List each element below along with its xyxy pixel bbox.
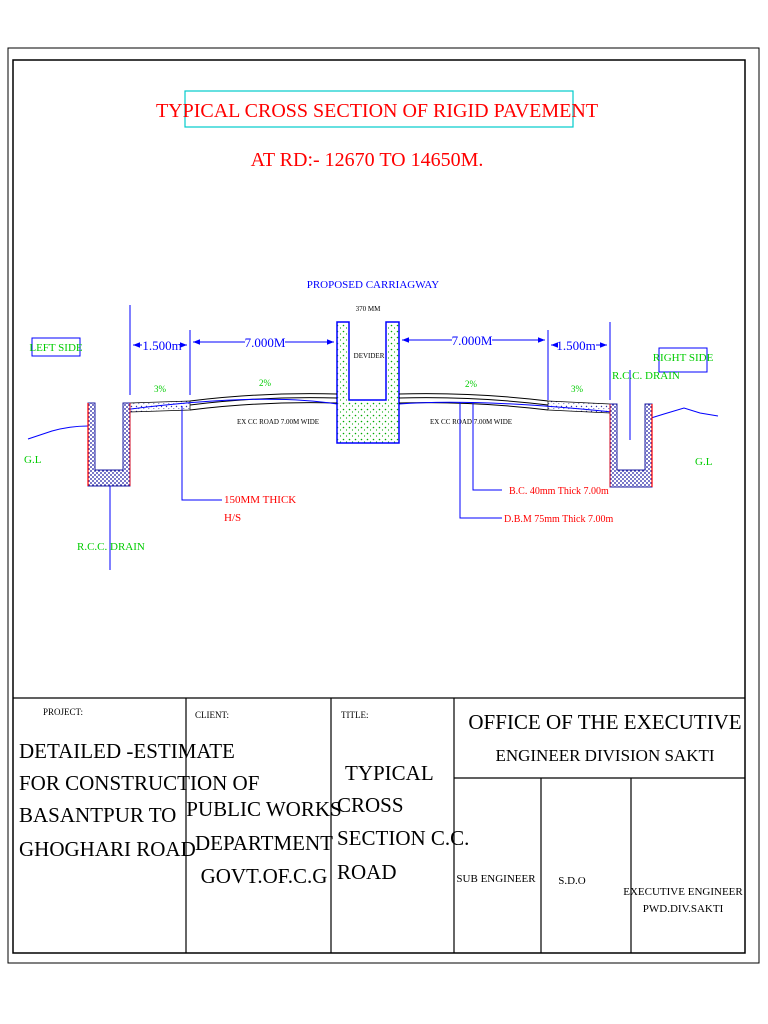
title-line-3: SECTION C.C. xyxy=(337,826,469,850)
divider-width-label: 370 MM xyxy=(356,305,381,313)
client-label: CLIENT: xyxy=(195,710,229,720)
hs-label-line2: H/S xyxy=(224,512,241,524)
left-side-label: LEFT SIDE xyxy=(29,342,83,354)
drawing-title: TYPICAL CROSS SECTION OF RIGID PAVEMENT xyxy=(156,100,598,122)
dimension-lines xyxy=(129,305,611,400)
left-side-box xyxy=(31,337,81,357)
pavement-left xyxy=(129,393,338,413)
ground-line-right xyxy=(650,407,719,419)
right-side-label: RIGHT SIDE xyxy=(653,352,714,364)
client-line-1: PUBLIC WORKS xyxy=(186,797,341,821)
dim-right-shoulder: 1.500m xyxy=(556,338,595,353)
bc-layer-label: B.C. 40mm Thick 7.00m xyxy=(509,486,609,497)
hs-label-line1: 150MM THICK xyxy=(224,494,296,506)
title-block xyxy=(13,697,745,953)
right-rcc-drain xyxy=(609,403,653,488)
project-line-1: DETAILED -ESTIMATE xyxy=(19,739,235,763)
gl-left: G.L xyxy=(24,454,42,466)
left-rcc-drain xyxy=(87,402,131,487)
existing-road-right xyxy=(398,401,613,413)
exec-engineer-line-1: EXECUTIVE ENGINEER xyxy=(623,886,743,898)
rcc-drain-right-label: R.C.C. DRAIN xyxy=(612,370,680,382)
sdo-label: S.D.O xyxy=(558,875,586,887)
project-label: PROJECT: xyxy=(43,707,83,717)
title-line-2: CROSS xyxy=(337,793,404,817)
slope-left-shoulder: 3% xyxy=(154,384,167,394)
ex-road-left-label: EX CC ROAD 7.00M WIDE xyxy=(237,418,319,426)
drawing-subtitle: AT RD:- 12670 TO 14650M. xyxy=(251,149,484,171)
dim-right-carriageway: 7.000M xyxy=(452,333,493,348)
ex-road-right-label: EX CC ROAD 7.00M WIDE xyxy=(430,418,512,426)
title-box xyxy=(184,90,574,128)
callout-leaders xyxy=(109,370,631,570)
dim-left-shoulder: 1.500m xyxy=(142,338,181,353)
slope-right-carriageway: 2% xyxy=(465,379,478,389)
project-line-3: BASANTPUR TO xyxy=(19,803,176,827)
client-line-2: DEPARTMENT xyxy=(195,831,333,855)
exec-engineer-line-2: PWD.DIV.SAKTI xyxy=(643,903,724,915)
office-line-2: ENGINEER DIVISION SAKTI xyxy=(495,746,714,765)
rcc-drain-left-label: R.C.C. DRAIN xyxy=(77,541,145,553)
title-label: TITLE: xyxy=(341,710,369,720)
project-line-4: GHOGHARI ROAD xyxy=(19,837,196,861)
slope-left-carriageway: 2% xyxy=(259,378,272,388)
proposed-carriageway-label: PROPOSED CARRIAGWAY xyxy=(307,279,440,291)
sub-engineer-label: SUB ENGINEER xyxy=(456,873,536,885)
dim-left-carriageway: 7.000M xyxy=(245,335,286,350)
client-line-3: GOVT.OF.C.G xyxy=(201,864,328,888)
inner-frame xyxy=(12,59,746,954)
office-line-1: OFFICE OF THE EXECUTIVE xyxy=(468,710,741,734)
dbm-layer-label: D.B.M 75mm Thick 7.00m xyxy=(504,514,613,525)
divider xyxy=(336,321,400,444)
title-line-1: TYPICAL xyxy=(345,761,434,785)
slope-right-shoulder: 3% xyxy=(571,384,584,394)
existing-road-left xyxy=(122,398,338,411)
outer-frame xyxy=(7,47,760,964)
ground-line-left xyxy=(27,425,89,440)
divider-label: DEVIDER xyxy=(354,352,385,360)
project-line-2: FOR CONSTRUCTION OF xyxy=(19,771,259,795)
right-side-box xyxy=(658,347,708,373)
gl-right: G.L xyxy=(695,456,713,468)
title-line-4: ROAD xyxy=(337,860,397,884)
